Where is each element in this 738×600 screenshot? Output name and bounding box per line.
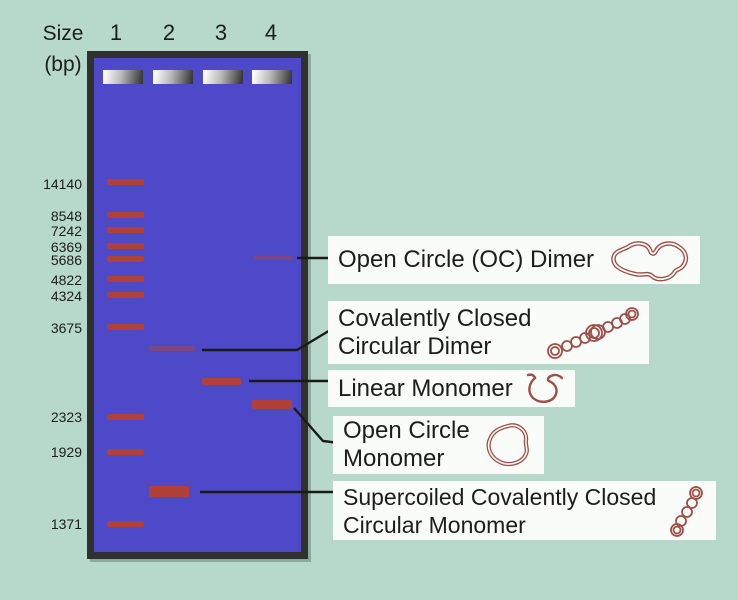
band-open-circle-monomer xyxy=(252,400,292,409)
callout-linear-monomer: Linear Monomer xyxy=(328,370,575,407)
ladder-label-14140: 14140 xyxy=(43,176,82,192)
callout-supercoiled-monomer: Supercoiled Covalently Closed Circular M… xyxy=(333,481,717,540)
ccc-dimer-label-line2: Circular Dimer xyxy=(338,332,492,360)
oc-dimer-label: Open Circle (OC) Dimer xyxy=(338,246,595,273)
oc-monomer-label-line1: Open Circle xyxy=(343,417,470,444)
band-linear-monomer xyxy=(202,378,241,385)
ladder-band-1929 xyxy=(107,449,144,455)
callout-ccc-dimer: Covalently Closed Circular Dimer xyxy=(328,301,650,364)
gel-body xyxy=(87,51,308,559)
supercoiled-monomer-label: Supercoiled Covalently Closed Circular M… xyxy=(343,483,656,539)
ladder-label-3675: 3675 xyxy=(50,320,82,336)
ladder-band-4822 xyxy=(107,276,144,282)
lane-number-2: 2 xyxy=(162,20,176,45)
linear-strand-icon xyxy=(526,372,563,403)
ladder-band-6369 xyxy=(107,243,144,249)
oc-monomer-label: Open Circle Monomer xyxy=(343,417,470,473)
band-open-circle-dimer xyxy=(253,256,293,260)
lane-number-1: 1 xyxy=(109,20,123,45)
linear-monomer-label: Linear Monomer xyxy=(338,374,513,402)
ladder-band-1371 xyxy=(107,521,144,527)
ladder-label-6369: 6369 xyxy=(50,239,82,255)
lane-number-4: 4 xyxy=(264,20,278,45)
well-lane-1 xyxy=(103,70,143,84)
ladder-band-14140 xyxy=(107,179,144,185)
band-supercoiled-monomer xyxy=(149,486,189,497)
ladder-band-2323 xyxy=(107,414,144,420)
ladder-label-4324: 4324 xyxy=(50,288,82,304)
ladder-band-3675 xyxy=(107,324,144,330)
size-axis-title: Size (bp) xyxy=(39,18,87,80)
supercoiled-dimer-chain-icon xyxy=(547,306,640,359)
lane-number-3: 3 xyxy=(214,20,228,45)
oc-monomer-label-line2: Monomer xyxy=(343,445,445,472)
ccc-dimer-label-line1: Covalently Closed xyxy=(338,304,532,332)
callout-open-circle-dimer: Open Circle (OC) Dimer xyxy=(328,236,701,284)
well-lane-3 xyxy=(203,70,243,84)
ccc-dimer-label: Covalently Closed Circular Dimer xyxy=(338,305,531,361)
bp-unit-label: (bp) xyxy=(44,53,82,76)
ladder-band-5686 xyxy=(107,256,144,262)
ladder-label-8548: 8548 xyxy=(50,208,82,224)
supercoiled-monomer-label-line2: Circular Monomer xyxy=(343,511,526,538)
ladder-label-2323: 2323 xyxy=(50,409,82,425)
callout-oc-monomer: Open Circle Monomer xyxy=(333,416,544,474)
well-lane-2 xyxy=(153,70,193,84)
ladder-label-5686: 5686 xyxy=(50,252,82,268)
ladder-band-8548 xyxy=(107,212,144,218)
supercoiled-monomer-label-line1: Supercoiled Covalently Closed xyxy=(343,483,657,510)
ladder-label-7242: 7242 xyxy=(50,223,82,239)
size-label: Size xyxy=(42,22,84,45)
ladder-label-1929: 1929 xyxy=(50,444,82,460)
open-circle-monomer-icon xyxy=(486,423,529,467)
ladder-band-4324 xyxy=(107,292,144,298)
well-lane-4 xyxy=(252,70,292,84)
supercoiled-monomer-chain-icon xyxy=(670,485,704,537)
open-circle-dimer-icon xyxy=(611,241,689,282)
band-covalently-closed-circular-dimer xyxy=(149,346,195,351)
ladder-label-4822: 4822 xyxy=(50,272,82,288)
ladder-band-7242 xyxy=(107,227,144,233)
ladder-label-1371: 1371 xyxy=(50,516,82,532)
